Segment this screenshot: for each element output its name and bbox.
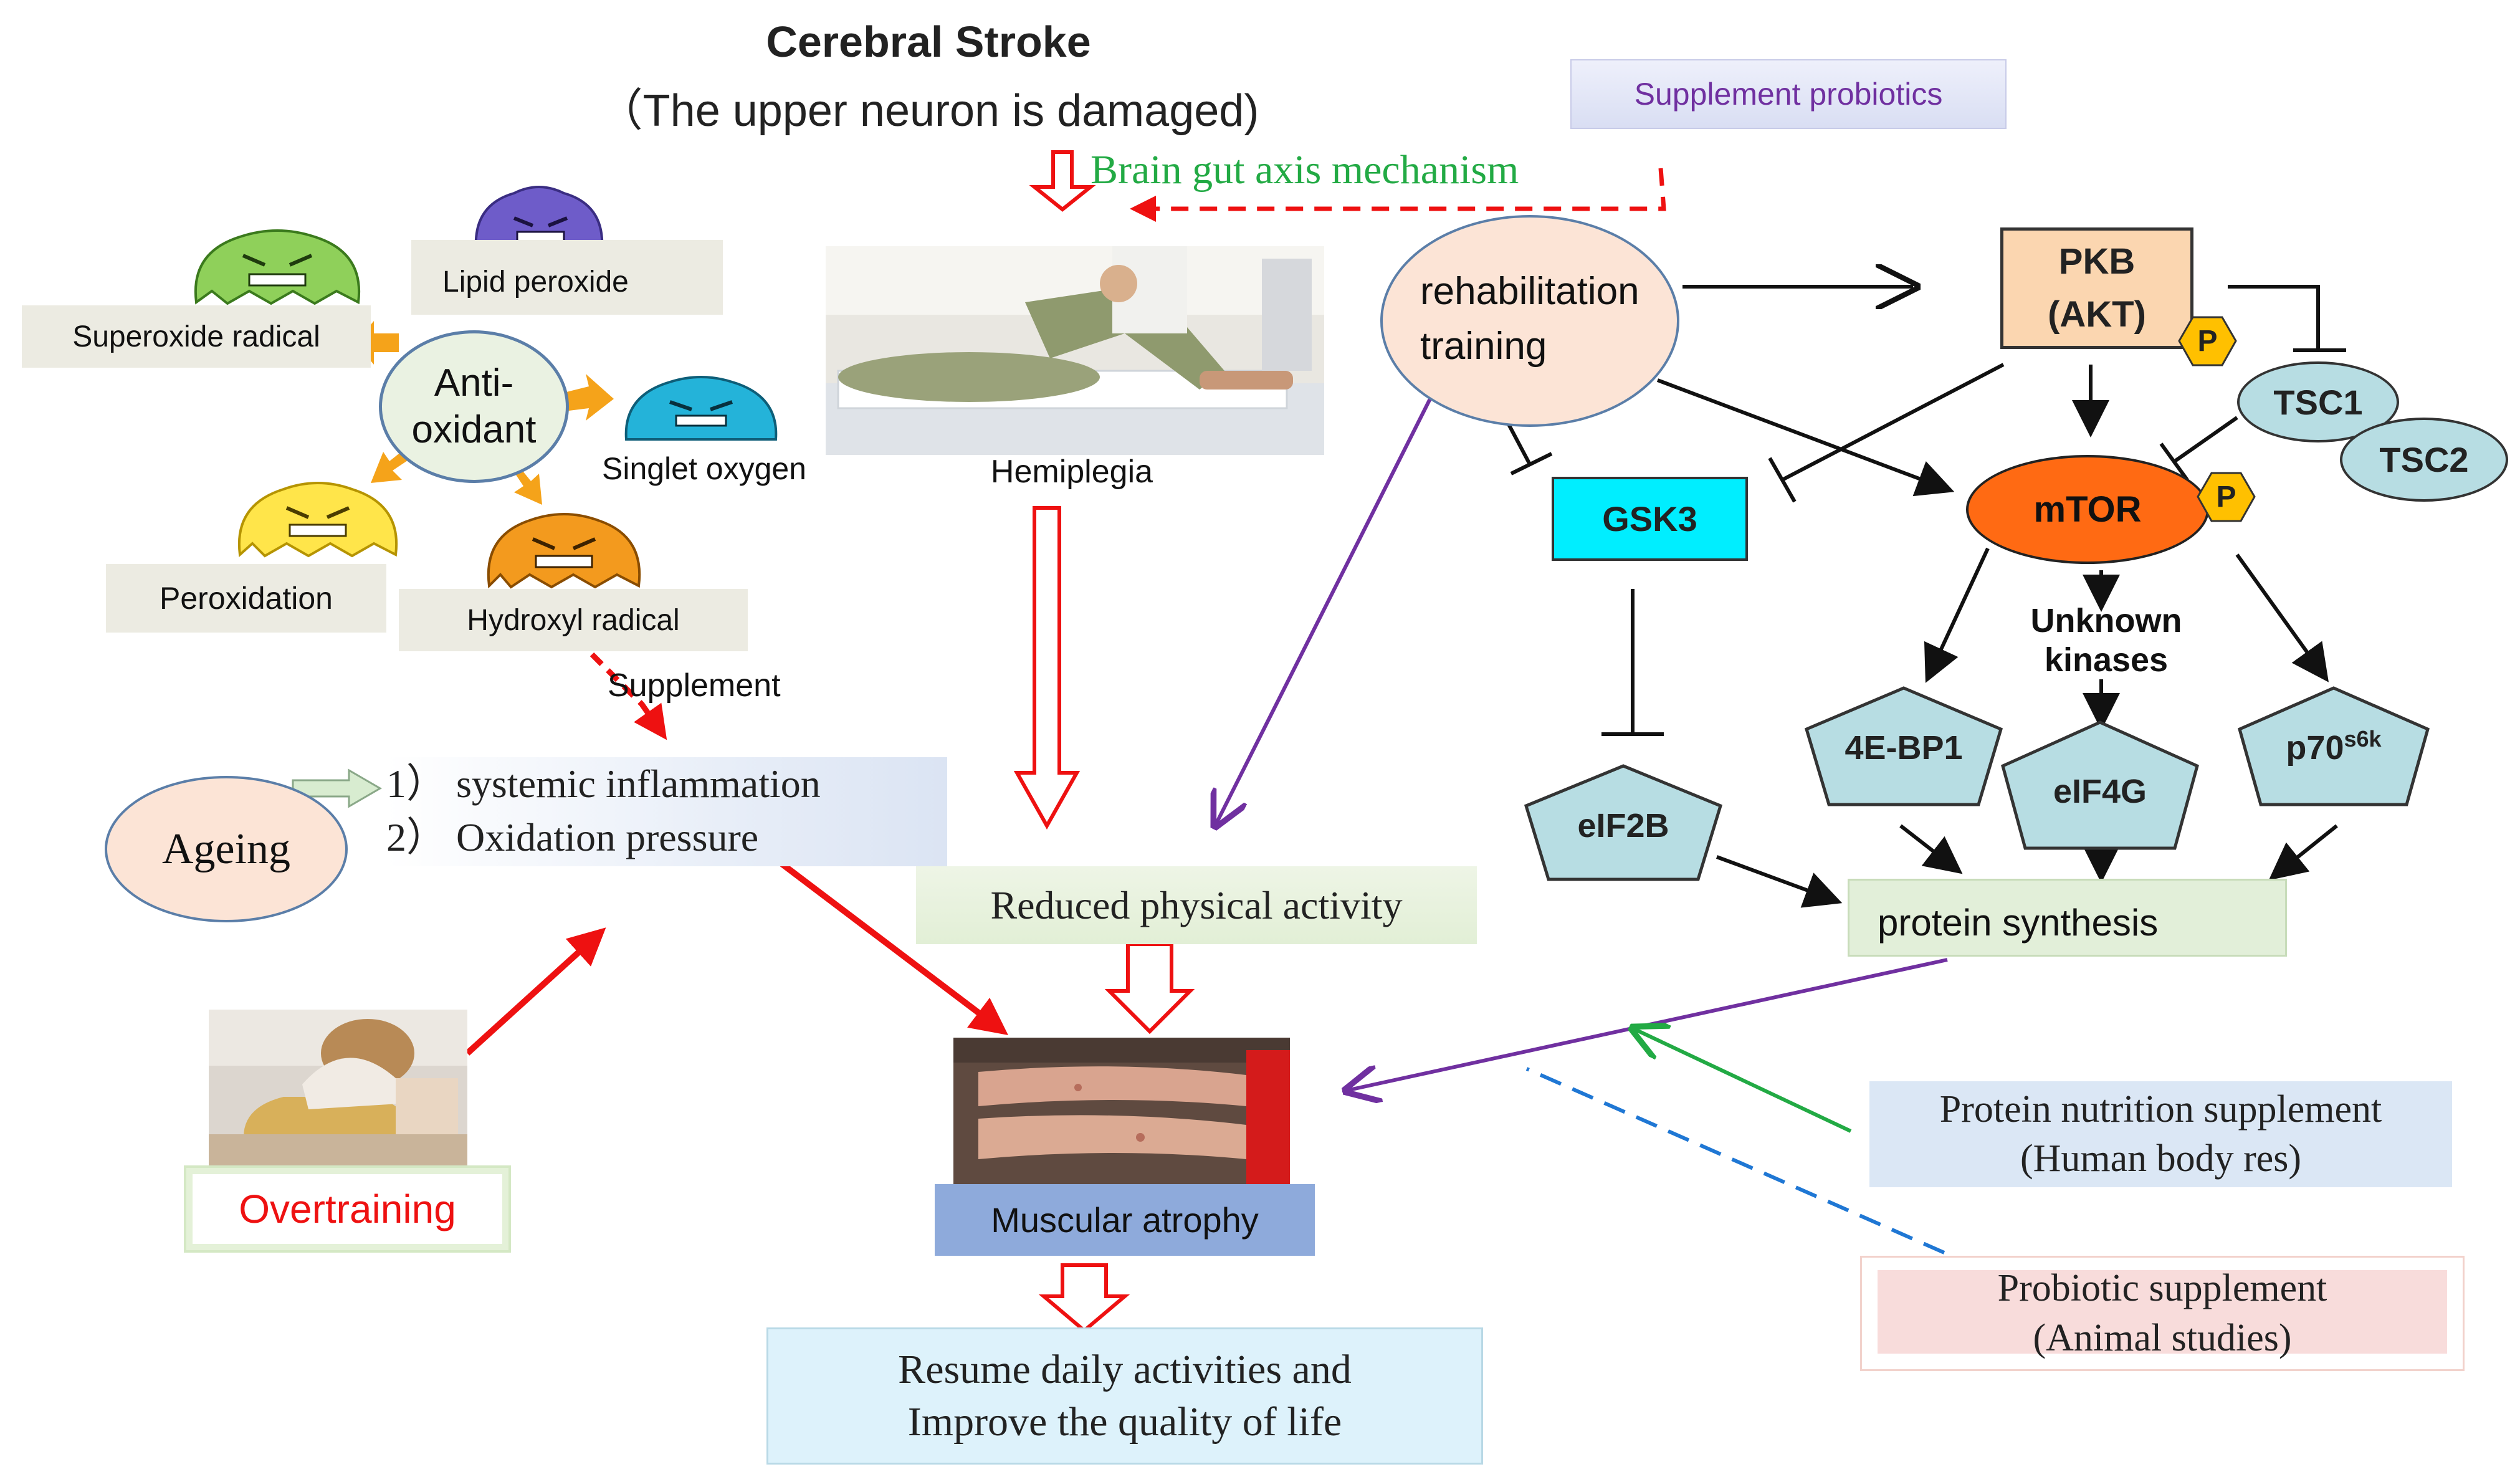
protein-line2: (Human body res) bbox=[2020, 1137, 2302, 1180]
pkb-phospho-badge bbox=[2178, 316, 2237, 366]
ageing-node: Ageing bbox=[105, 776, 348, 922]
hemiplegia-label: Hemiplegia bbox=[990, 454, 1153, 490]
p70-superscript: s6k bbox=[2344, 726, 2382, 752]
hemiplegia-photo bbox=[826, 246, 1324, 455]
pkb-akt-node: PKB (AKT) bbox=[2000, 227, 2193, 349]
supplement-probiotics-box: Supplement probiotics bbox=[1570, 59, 2007, 129]
lipid-peroxide-label: Lipid peroxide bbox=[411, 240, 723, 315]
p70s6k-pentagon bbox=[2238, 686, 2430, 806]
pkb-phospho-label: P bbox=[2197, 325, 2218, 358]
pkb-line2: (AKT) bbox=[2048, 294, 2146, 335]
4ebp1-pentagon bbox=[1804, 686, 2003, 806]
probiotic-line1: Probiotic supplement bbox=[1997, 1267, 2327, 1310]
antioxidant-node: Anti- oxidant bbox=[379, 330, 569, 483]
arrow-oxidation-to-atrophy bbox=[770, 854, 1008, 1036]
overtraining-photo bbox=[209, 1010, 467, 1165]
arrow-rehab-to-mtor bbox=[1656, 378, 1955, 497]
inhibit-tsc-mtor bbox=[2174, 416, 2238, 463]
diagram-subtitle: （The upper neuron is damaged) bbox=[598, 86, 1259, 136]
p70-main: p70 bbox=[2286, 729, 2344, 767]
probiotic-inner-fill bbox=[1878, 1270, 2447, 1354]
singlet-monster-icon bbox=[624, 376, 778, 441]
systemic-inflammation-item: 1） systemic inflammation bbox=[386, 762, 821, 806]
resume-line1: Resume daily activities and bbox=[898, 1346, 1352, 1392]
arrow-eif2b-to-synthesis bbox=[1716, 855, 1843, 908]
unknown-line1: Unknown bbox=[2030, 602, 2182, 640]
eif4g-label: eIF4G bbox=[2053, 773, 2147, 810]
superoxide-monster-icon bbox=[194, 229, 361, 305]
eif2b-label: eIF2B bbox=[1577, 807, 1669, 844]
antioxidant-line2: oxidant bbox=[411, 408, 537, 451]
arrow-4ebp1-to-synthesis bbox=[1899, 824, 1963, 874]
hollow-arrow-reduced-to-atrophy bbox=[1104, 942, 1195, 1035]
arrow-overtraining-to-list bbox=[465, 927, 606, 1056]
inhibit-pkb-gsk3 bbox=[1781, 363, 2005, 482]
gsk3-node: GSK3 bbox=[1552, 477, 1748, 561]
dashed-arrow-supplement bbox=[589, 652, 667, 740]
superoxide-radical-label: Superoxide radical bbox=[22, 305, 371, 368]
arrow-rehab-to-reduced-activity bbox=[1215, 391, 1435, 826]
protein-synthesis-box: protein synthesis bbox=[1848, 879, 2287, 957]
resume-daily-activities-box: Resume daily activities and Improve the … bbox=[766, 1327, 1483, 1465]
arrow-p70-to-synthesis bbox=[2268, 824, 2338, 881]
protein-nutrition-supplement-box: Protein nutrition supplement (Human body… bbox=[1869, 1081, 2452, 1187]
eif4g-pentagon bbox=[2001, 720, 2199, 850]
resume-line2: Improve the quality of life bbox=[907, 1399, 1342, 1445]
unknown-line2: kinases bbox=[2044, 641, 2169, 679]
ageing-effects-list: 1） systemic inflammation 2） Oxidation pr… bbox=[386, 757, 947, 866]
eif2b-pentagon bbox=[1524, 764, 1723, 881]
dashed-line-probiotic-supplement bbox=[1525, 1067, 1945, 1255]
arrow-protein-supplement bbox=[1633, 1028, 1852, 1133]
diagram-title: Cerebral Stroke bbox=[766, 17, 1091, 66]
mtor-phospho-badge bbox=[2197, 472, 2256, 522]
rehab-line1: rehabilitation bbox=[1420, 270, 1639, 313]
reduced-activity-box: Reduced physical activity bbox=[916, 866, 1477, 944]
hollow-arrow-stroke-to-hemiplegia bbox=[1029, 150, 1096, 212]
peroxidation-monster-icon bbox=[237, 482, 398, 558]
mtor-node: mTOR bbox=[1966, 455, 2209, 564]
protein-line1: Protein nutrition supplement bbox=[1939, 1088, 2382, 1131]
hollow-arrow-hemiplegia-to-reduced bbox=[1013, 506, 1081, 830]
hydroxyl-radical-label: Hydroxyl radical bbox=[399, 589, 748, 651]
antioxidant-line1: Anti- bbox=[434, 361, 514, 405]
hollow-arrow-atrophy-to-resume bbox=[1038, 1263, 1130, 1333]
muscular-atrophy-label: Muscular atrophy bbox=[935, 1184, 1315, 1256]
4ebp1-label: 4E-BP1 bbox=[1845, 729, 1963, 767]
arrow-mtor-to-4ebp1 bbox=[1924, 547, 1990, 683]
supplement-label: Supplement bbox=[608, 667, 781, 704]
brain-gut-axis-label: Brain gut axis mechanism bbox=[1091, 147, 1519, 193]
mtor-phospho-label: P bbox=[2216, 480, 2236, 514]
pkb-line1: PKB bbox=[2058, 241, 2136, 282]
muscular-atrophy-photo bbox=[953, 1038, 1290, 1184]
probiotic-supplement-box: Probiotic supplement (Animal studies) bbox=[1860, 1256, 2465, 1371]
hydroxyl-monster-icon bbox=[487, 513, 641, 589]
oxidation-pressure-item: 2） Oxidation pressure bbox=[386, 815, 759, 859]
singlet-oxygen-label: Singlet oxygen bbox=[601, 451, 806, 486]
unknown-kinases-label: Unknown kinases bbox=[1988, 601, 2225, 679]
lipid-monster-icon bbox=[474, 186, 604, 259]
probiotic-line2: (Animal studies) bbox=[2033, 1316, 2292, 1359]
dashed-arrow-brain-gut-axis bbox=[1130, 168, 1666, 222]
inhibit-pkb-tsc1 bbox=[2228, 285, 2320, 349]
overtraining-label: Overtraining bbox=[184, 1165, 511, 1253]
arrow-mtor-to-p70 bbox=[2235, 553, 2329, 682]
tsc2-node: TSC2 bbox=[2340, 418, 2508, 502]
rehabilitation-training-node: rehabilitation training bbox=[1380, 215, 1679, 427]
rehab-line2: training bbox=[1420, 325, 1547, 368]
peroxidation-label: Peroxidation bbox=[106, 564, 386, 633]
arrow-protein-synthesis-to-atrophy bbox=[1346, 958, 1948, 1091]
